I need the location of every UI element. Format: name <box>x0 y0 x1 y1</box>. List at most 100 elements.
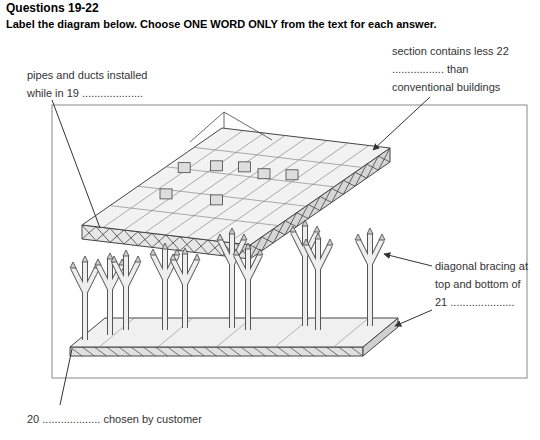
column-body <box>173 260 185 284</box>
truss-member <box>367 156 379 178</box>
column-tip <box>327 239 333 245</box>
truss-member <box>204 347 216 356</box>
column-body <box>73 268 85 292</box>
column-tip <box>315 233 321 239</box>
truss-member <box>119 347 131 356</box>
column-tip <box>135 256 141 262</box>
column-tip <box>194 254 200 260</box>
truss-member <box>155 347 167 356</box>
column-body <box>185 260 197 284</box>
deck-grid <box>334 318 369 347</box>
truss-member <box>124 232 138 244</box>
column-tip <box>229 228 235 234</box>
column-body <box>246 249 250 330</box>
column-body <box>108 259 112 335</box>
column-body <box>183 254 187 328</box>
column-outline <box>302 226 308 326</box>
truss-member <box>339 347 351 356</box>
truss-member <box>180 238 194 250</box>
callout-label: diagonal bracing at top and bottom of 21… <box>435 257 535 311</box>
truss-member <box>262 229 274 251</box>
column-tip <box>367 228 373 234</box>
truss-member <box>241 347 253 356</box>
truss-member <box>302 347 314 356</box>
column-body <box>83 262 87 340</box>
lifting-line <box>224 112 272 140</box>
truss-member <box>96 228 110 240</box>
floor-module <box>82 128 390 259</box>
column-outline <box>107 259 113 335</box>
column-tip <box>150 249 156 255</box>
column-tip <box>170 254 176 260</box>
column-tip <box>302 220 308 226</box>
question-title: Questions 19-22 <box>6 1 99 15</box>
lifting-line <box>190 112 224 142</box>
truss-member <box>273 221 285 243</box>
column-tip <box>182 248 188 254</box>
leader-line <box>52 100 100 228</box>
column-tip <box>162 243 168 249</box>
column-tip <box>379 234 385 240</box>
platform-side <box>70 347 363 356</box>
truss-member <box>343 172 355 194</box>
column-tip <box>123 250 129 256</box>
callout-label: pipes and ducts installed while in 19 ..… <box>27 66 162 102</box>
column-tip <box>82 256 88 262</box>
column-body <box>236 255 248 279</box>
truss-member <box>320 188 332 210</box>
column-body <box>98 265 110 289</box>
lifting-line <box>224 112 225 128</box>
truss-member <box>110 230 124 242</box>
truss-member <box>217 347 229 356</box>
service-unit <box>178 163 190 173</box>
truss-member <box>138 233 152 245</box>
callout-label: section contains less 22 ...............… <box>392 42 532 96</box>
column-tip <box>111 256 117 262</box>
column-tip <box>257 249 263 255</box>
column-tip <box>217 234 223 240</box>
column-body <box>230 234 234 328</box>
column-tip <box>355 234 361 240</box>
truss-member <box>285 213 297 235</box>
illustration-frame <box>52 105 527 378</box>
truss-member <box>326 347 338 356</box>
column-body <box>114 262 126 286</box>
column-body <box>163 249 167 330</box>
truss-member <box>107 347 119 356</box>
column-tip <box>245 243 251 249</box>
truss-member <box>82 347 94 356</box>
service-unit <box>258 169 270 179</box>
truss-member <box>143 347 155 356</box>
column-outline <box>182 254 188 328</box>
column-body <box>220 240 232 264</box>
column-tip <box>70 262 76 268</box>
truss-member <box>96 227 110 243</box>
truss-member <box>82 225 96 241</box>
column-tip <box>95 259 101 265</box>
column-outline <box>315 239 321 330</box>
truss-member <box>308 197 320 219</box>
service-unit <box>210 161 222 171</box>
truss-member <box>290 347 302 356</box>
column-outline <box>229 234 235 328</box>
truss-member <box>138 232 152 248</box>
truss-member <box>378 148 390 170</box>
deck-grid <box>138 186 306 206</box>
column-body <box>316 239 320 330</box>
column-outline <box>367 234 373 326</box>
column-outline <box>82 262 88 340</box>
leader-arrow <box>395 310 432 326</box>
tree-columns <box>70 220 385 340</box>
truss-member <box>351 347 363 356</box>
column-tip <box>314 226 320 232</box>
column-body <box>358 240 370 264</box>
truss-member <box>131 347 143 356</box>
service-unit <box>160 189 172 199</box>
truss-member <box>194 238 208 254</box>
leader-line <box>60 349 72 405</box>
service-unit <box>286 170 298 180</box>
leader-arrow <box>373 97 430 150</box>
column-tip <box>241 234 247 240</box>
callout-label: 20 ................... chosen by custome… <box>27 410 247 428</box>
